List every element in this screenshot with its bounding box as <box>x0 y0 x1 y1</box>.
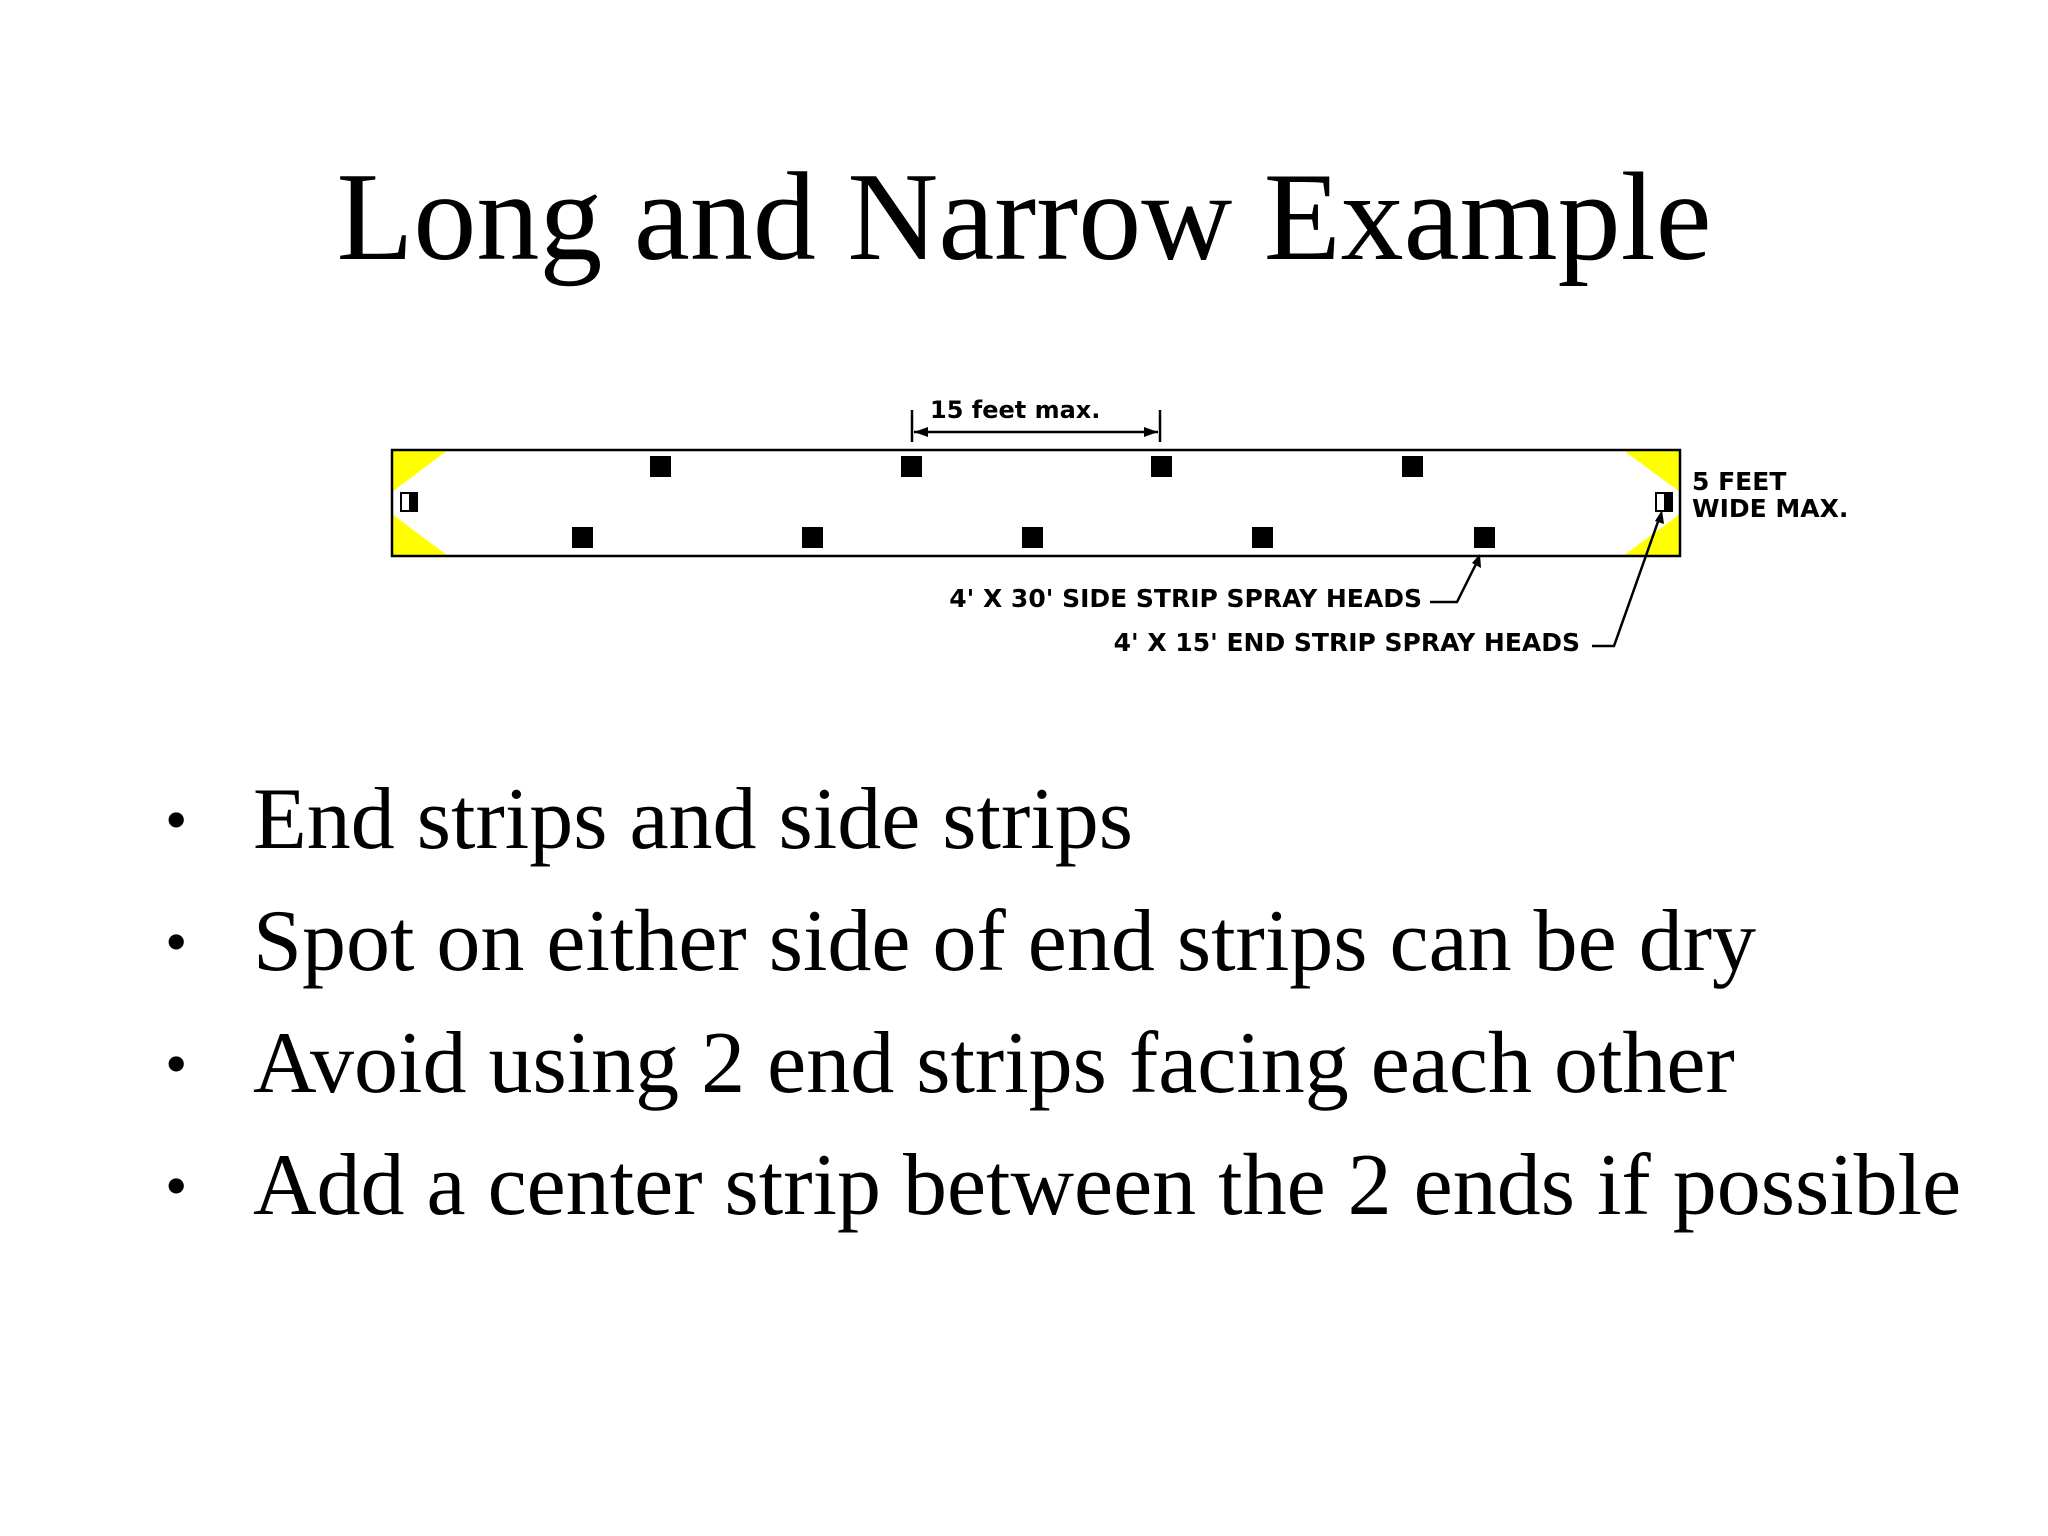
width-label-line2: WIDE MAX. <box>1692 494 1848 523</box>
bullet-dot: • <box>165 906 188 977</box>
side-strip-head <box>901 456 922 477</box>
side-strip-head <box>802 527 823 548</box>
side-strip-head <box>650 456 671 477</box>
end-strip-head-right <box>1655 492 1673 512</box>
spacing-dimension <box>910 410 1162 442</box>
coverage-wedge-bottom-left <box>392 514 448 556</box>
side-strip-head <box>572 527 593 548</box>
bullet-text: Spot on either side of end strips can be… <box>253 893 1757 990</box>
coverage-wedge-top-left <box>392 450 448 492</box>
bullet-item: • Add a center strip between the 2 ends i… <box>165 1136 1985 1236</box>
bullet-dot: • <box>165 1150 188 1221</box>
bullet-list: • End strips and side strips • Spot on eit… <box>165 770 1985 1258</box>
width-label-line1: 5 FEET <box>1692 467 1786 496</box>
bullet-dot: • <box>165 1028 188 1099</box>
side-strip-head <box>1252 527 1273 548</box>
lawn-strip-outline <box>390 448 1682 558</box>
side-strip-head <box>1474 527 1495 548</box>
dimension-arrowhead-left <box>914 427 928 437</box>
side-strip-arrowhead <box>1472 554 1481 568</box>
bullet-item: • Avoid using 2 end strips facing each ot… <box>165 1014 1985 1114</box>
bullet-text: Avoid using 2 end strips facing each oth… <box>253 1015 1735 1112</box>
coverage-wedge-top-right <box>1623 450 1680 492</box>
side-strip-label: 4' X 30' SIDE STRIP SPRAY HEADS <box>949 584 1422 613</box>
side-strip-head <box>1151 456 1172 477</box>
bullet-item: • End strips and side strips <box>165 770 1985 870</box>
coverage-wedge-bottom-right <box>1623 514 1680 556</box>
slide-title: Long and Narrow Example <box>336 148 1712 287</box>
bullet-dot: • <box>165 784 188 855</box>
side-strip-head <box>1022 527 1043 548</box>
end-strip-leader <box>1592 515 1662 648</box>
end-strip-head-left <box>400 492 418 512</box>
end-strip-label: 4' X 15' END STRIP SPRAY HEADS <box>1114 628 1580 657</box>
end-strip-arrowhead <box>1655 510 1664 524</box>
dimension-arrowhead-right <box>1144 427 1158 437</box>
side-strip-head <box>1402 456 1423 477</box>
bullet-text: Add a center strip between the 2 ends if… <box>253 1137 1962 1234</box>
side-strip-leader <box>1430 559 1480 604</box>
spacing-label: 15 feet max. <box>930 396 1100 424</box>
bullet-text: End strips and side strips <box>253 771 1133 868</box>
bullet-item: • Spot on either side of end strips can b… <box>165 892 1985 992</box>
